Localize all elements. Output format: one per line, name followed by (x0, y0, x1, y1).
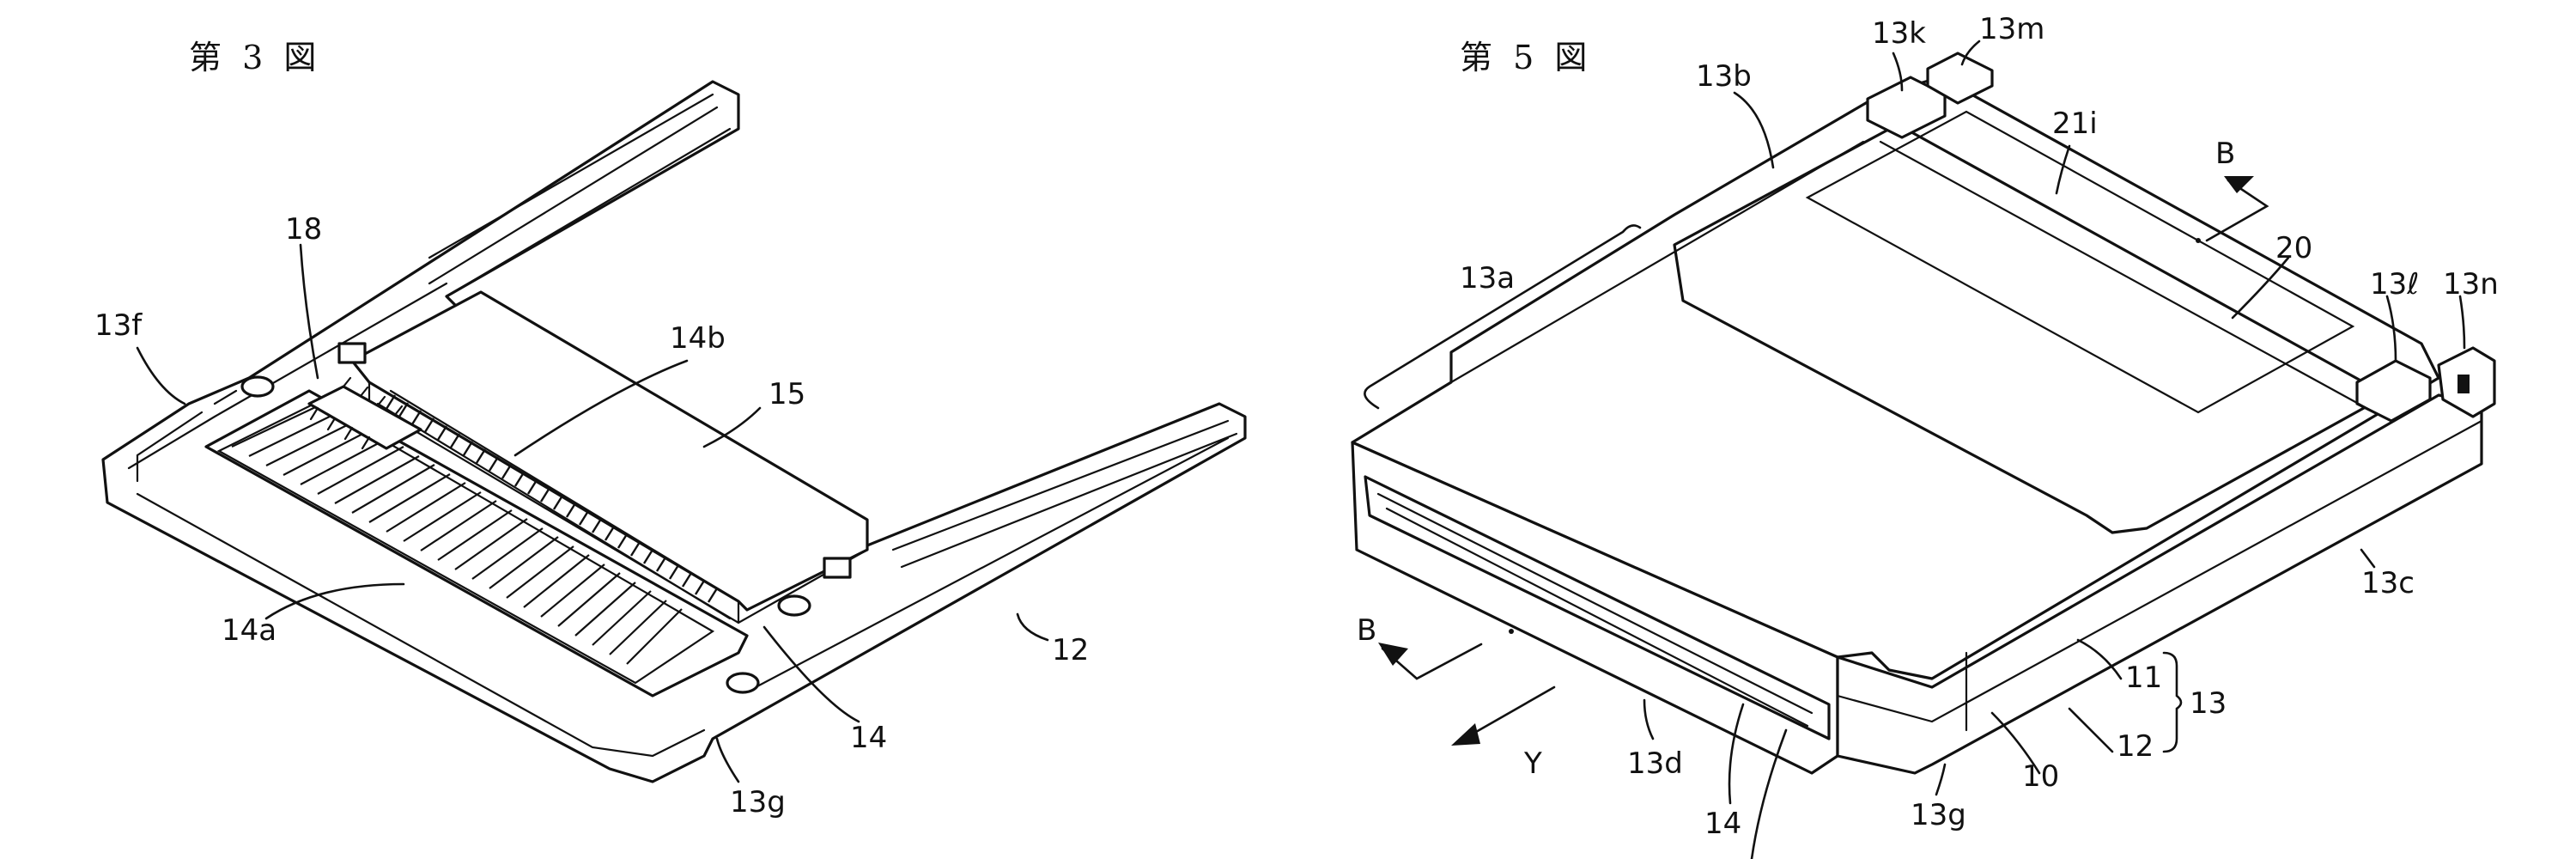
figure-3: 第 3 図 (94, 39, 1247, 819)
label-b-lower: B (1357, 613, 1376, 648)
label-b-upper: B (2215, 137, 2235, 171)
tray-frame-outline (101, 80, 1247, 783)
bracket-13 (2162, 651, 2183, 753)
label-13: 13 (2190, 686, 2227, 721)
label-13d: 13d (1627, 746, 1683, 781)
label-14: 14 (850, 721, 887, 755)
chip-18 (307, 376, 422, 450)
rear-rail (1449, 140, 2376, 414)
label-18: 18 (285, 212, 322, 247)
label-13l: 13ℓ (2370, 267, 2419, 302)
figure-3-labels: 18 13f 14b 15 14a 12 14 13g (94, 212, 1089, 819)
label-13k: 13k (1872, 16, 1926, 51)
contact-strip-14a (216, 400, 715, 685)
component-15-side (368, 381, 869, 624)
label-13f: 13f (94, 308, 143, 343)
label-20: 20 (2275, 231, 2312, 265)
label-15: 15 (769, 377, 805, 411)
label-y: Y (1523, 746, 1542, 781)
component-15 (350, 290, 869, 612)
label-14b: 14b (670, 321, 726, 356)
label-12: 12 (1052, 633, 1089, 667)
circuit-board-14 (204, 389, 749, 698)
upper-rail (428, 93, 732, 298)
label-14-slot: 14 (1704, 807, 1741, 841)
figure-3-title: 第 3 図 (189, 39, 321, 76)
label-13c: 13c (2361, 566, 2415, 600)
figure-5: 第 5 図 (1351, 12, 2499, 859)
label-12b: 12 (2117, 729, 2154, 764)
label-13b: 13b (1696, 59, 1752, 94)
card-slot-13d (1364, 475, 1831, 740)
figure-5-leaders (1643, 40, 2466, 859)
label-plate-21i (1805, 110, 2355, 414)
label-21i: 21i (2052, 107, 2098, 141)
housing-seam-11-12 (1836, 419, 2483, 732)
label-13n: 13n (2443, 267, 2499, 302)
side-rail-12 (754, 419, 1238, 689)
figure-3-leaders (136, 243, 1049, 783)
mount-bosses (240, 342, 852, 694)
rear-wall (136, 389, 238, 483)
label-10: 10 (2022, 759, 2059, 794)
figure-5-title: 第 5 図 (1460, 39, 1592, 76)
label-11: 11 (2125, 661, 2162, 695)
section-arrow-b-upper (2196, 176, 2269, 243)
section-arrow-b-lower (1378, 629, 1514, 680)
label-14a: 14a (222, 613, 276, 648)
connector-14b (376, 389, 740, 620)
label-13m: 13m (1979, 12, 2044, 46)
tray-inner-edge (127, 282, 706, 758)
label-13a: 13a (1460, 261, 1515, 295)
label-area-20 (1673, 123, 2389, 534)
direction-arrow-y (1451, 685, 1556, 746)
label-13g-b: 13g (1911, 798, 1966, 832)
figure-5-labels: 13k 13m 13b 21i B 20 13ℓ 13n 13a 13c B 1… (1357, 12, 2499, 841)
label-13g: 13g (730, 785, 786, 819)
cartridge-front-face (1351, 441, 1839, 775)
cartridge-side-face (1836, 393, 2483, 775)
bracket-13a (1364, 224, 1642, 410)
